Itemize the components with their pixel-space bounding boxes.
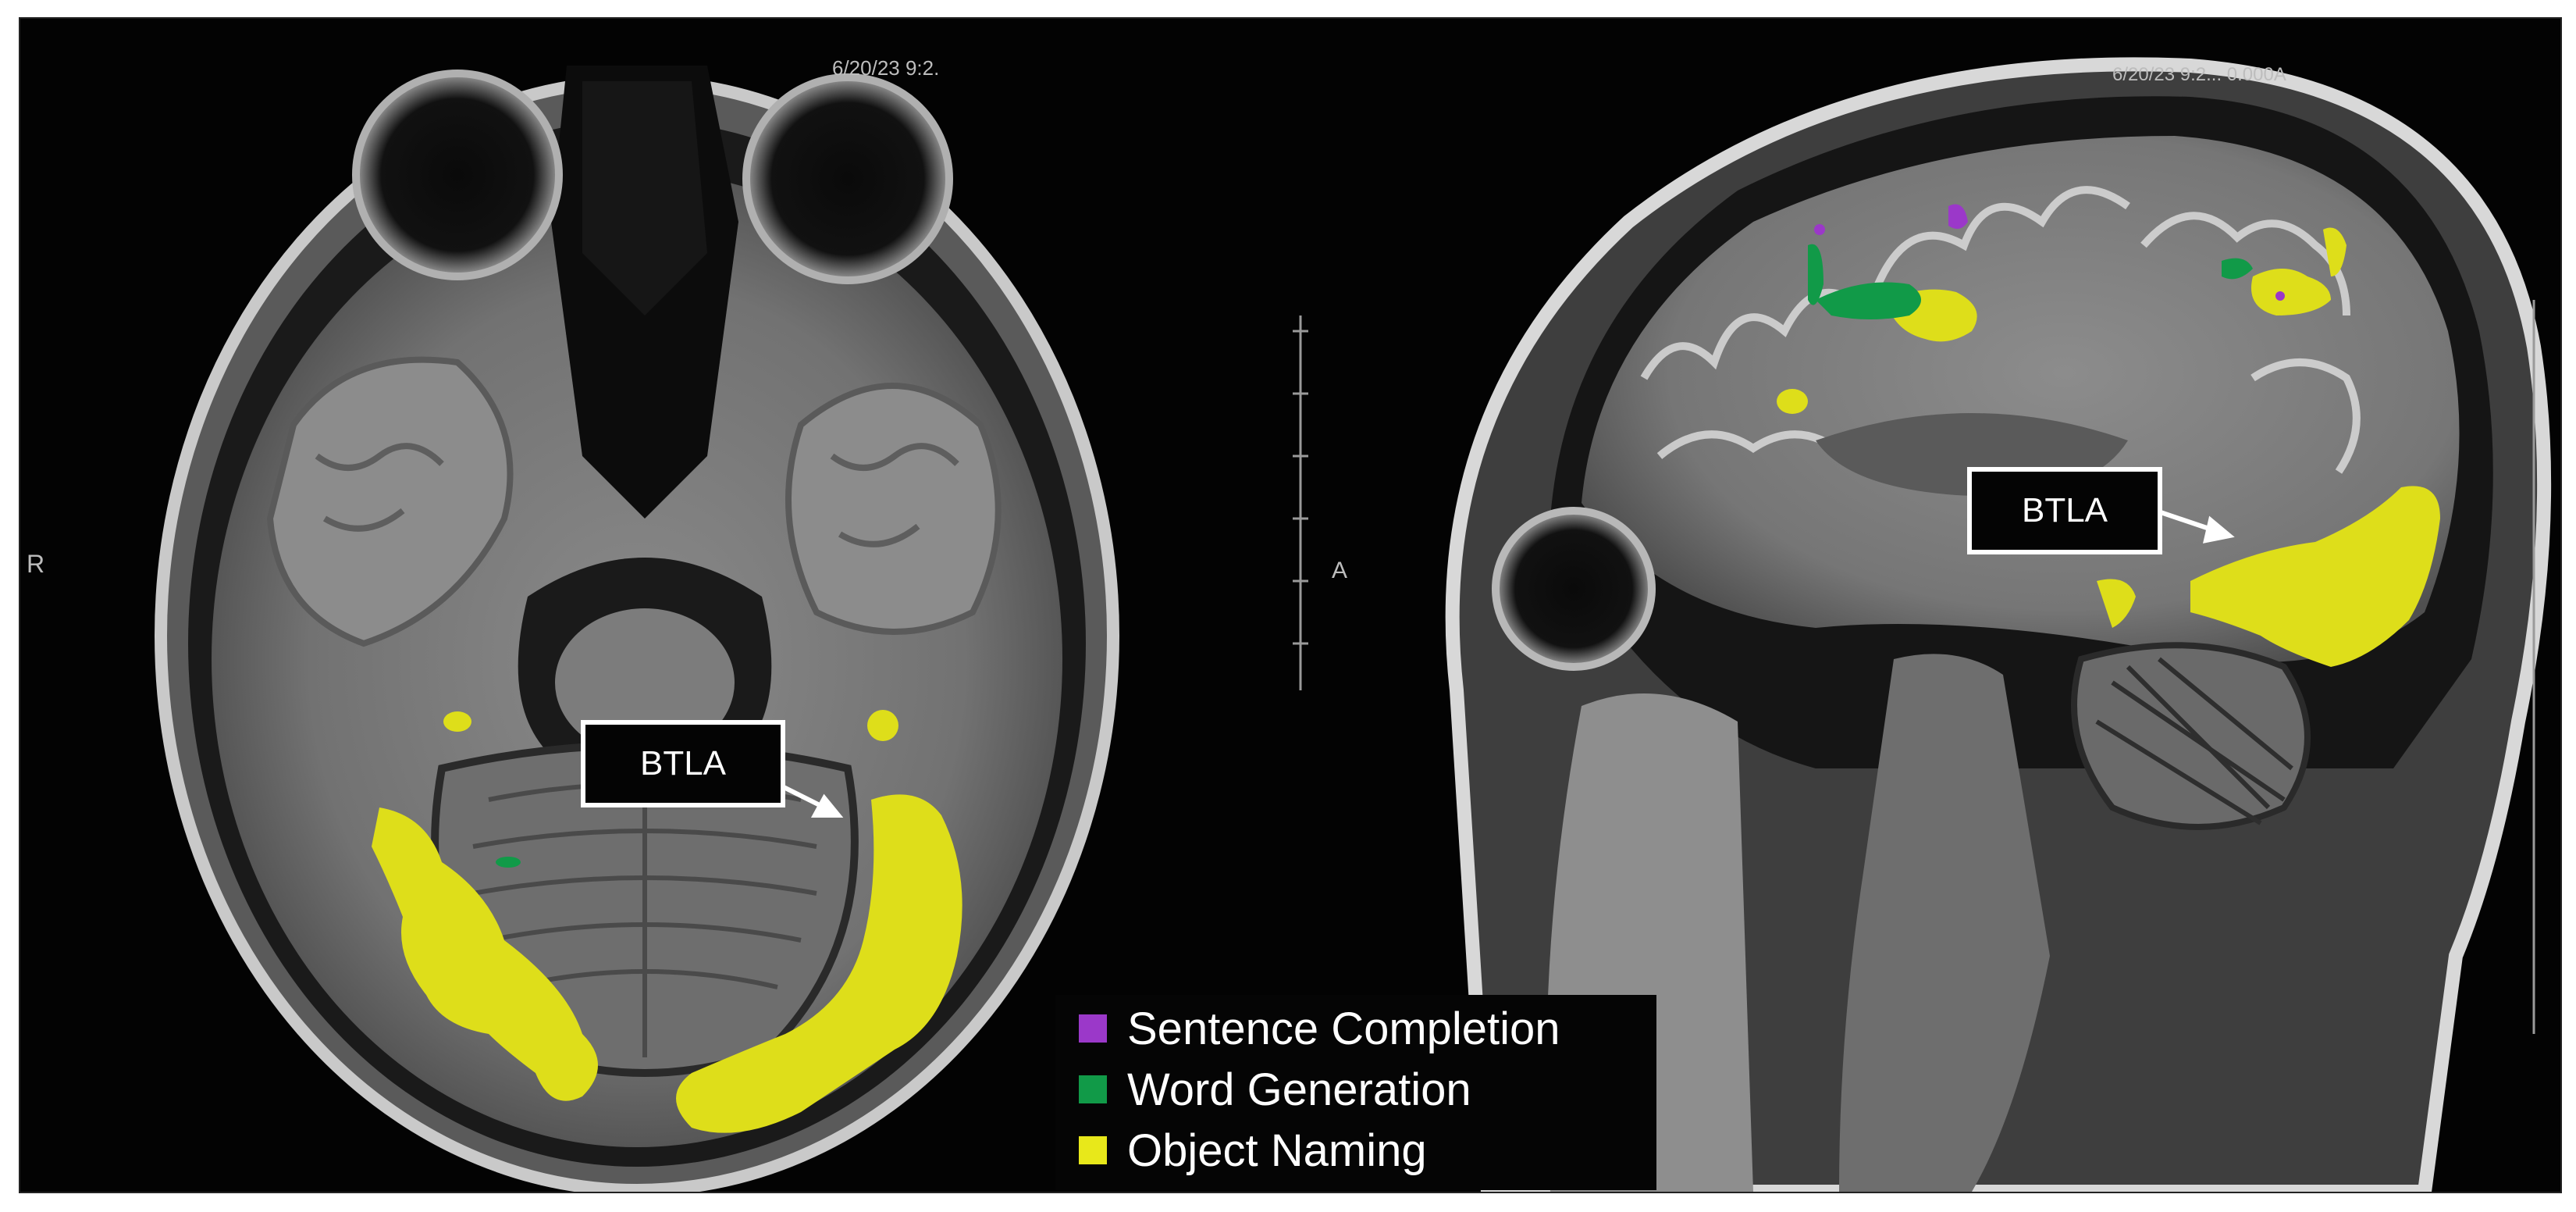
activation-legend: Sentence Completion Word Generation Obje… (1055, 995, 1656, 1190)
legend-swatch (1079, 1136, 1107, 1164)
mri-figure: 6/20/23 9:2. 6/20/23 9:2... 0.000A R A B… (19, 17, 2562, 1193)
sagittal-orientation-label: A (1332, 558, 1348, 583)
sagittal-word-generation-activation (1808, 244, 2253, 319)
axial-word-generation-activation (496, 857, 521, 868)
axial-timestamp: 6/20/23 9:2. (832, 56, 940, 80)
legend-item-sentence-completion: Sentence Completion (1079, 1001, 1560, 1056)
legend-item-word-generation: Word Generation (1079, 1062, 1471, 1117)
mri-scan-images (155, 57, 2552, 1192)
axial-btla-callout: BTLA (581, 720, 785, 807)
sagittal-object-naming-activation (1777, 227, 2440, 667)
sagittal-scan (1293, 57, 2552, 1192)
eye-orbits (352, 70, 953, 284)
axial-scan (155, 66, 1119, 1192)
sagittal-sentence-completion-activation (1814, 204, 2285, 301)
callout-arrows (768, 507, 2235, 818)
legend-swatch (1079, 1075, 1107, 1103)
legend-label: Word Generation (1127, 1064, 1471, 1115)
scale-ruler (1293, 300, 2535, 1034)
sagittal-timestamp: 6/20/23 9:2... 0.000A (2112, 64, 2286, 85)
sagittal-btla-callout: BTLA (1967, 467, 2162, 554)
axial-object-naming-activation (372, 710, 962, 1133)
legend-label: Sentence Completion (1127, 1003, 1560, 1054)
legend-label: Object Naming (1127, 1125, 1427, 1176)
legend-swatch (1079, 1014, 1107, 1043)
legend-item-object-naming: Object Naming (1079, 1123, 1427, 1178)
axial-orientation-label: R (27, 550, 45, 578)
